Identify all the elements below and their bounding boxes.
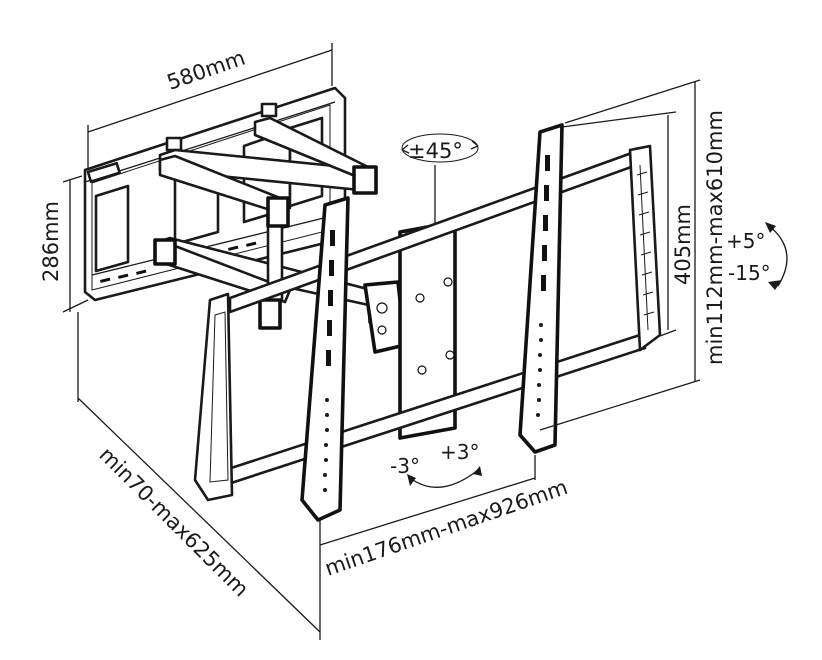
plate-height-label: 286mm [39, 201, 63, 282]
plate-width-label: 580mm [164, 46, 248, 95]
right-end-ladder [636, 171, 655, 316]
horizontal-range-label: min176mm-max926mm [322, 475, 571, 581]
tilt-down-label: -15° [728, 261, 771, 285]
level-plus-label: +3° [440, 440, 479, 464]
angle-labels: ±45° +5° -15° -3° +3° [390, 139, 771, 478]
tilt-up-label: +5° [726, 229, 765, 253]
right-arm-holes [536, 155, 550, 417]
level-minus-label: -3° [390, 454, 420, 478]
left-arm-holes [323, 230, 335, 492]
vertical-arms [300, 123, 655, 522]
dimension-lines [62, 43, 788, 640]
swivel-angle-label: ±45° [408, 139, 463, 163]
vesa-height-label: 405mm [671, 204, 695, 285]
vertical-range-label: min112mm-max610mm [703, 110, 727, 365]
